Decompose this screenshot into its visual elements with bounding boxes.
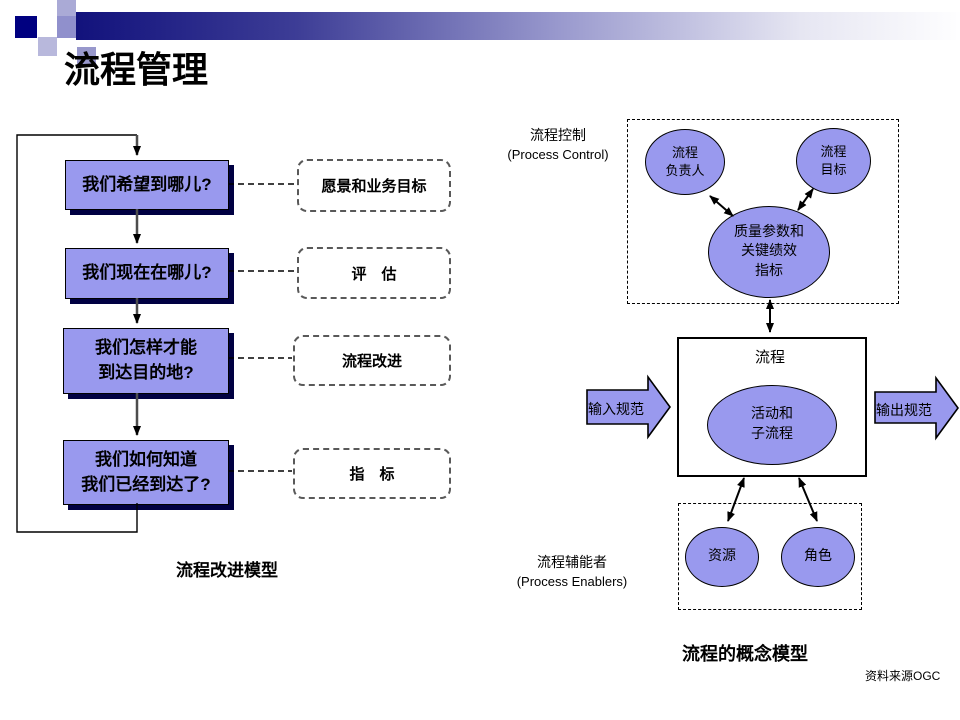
input-spec-label: 输入规范 bbox=[588, 403, 644, 418]
callout-label: 指 标 bbox=[349, 466, 395, 483]
callout-process-improvement: 流程改进 bbox=[293, 335, 451, 386]
improvement-model-caption: 流程改进模型 bbox=[176, 561, 278, 580]
quality-kpi-ellipse: 质量参数和 关键绩效 指标 bbox=[708, 206, 830, 298]
deco-square bbox=[57, 16, 76, 38]
slide-title: 流程管理 bbox=[64, 49, 209, 90]
callout-label: 评 估 bbox=[351, 265, 397, 283]
process-control-label: 流程控制 (Process Control) bbox=[492, 126, 624, 164]
process-owner-label: 流程 负责人 bbox=[665, 144, 705, 178]
deco-square bbox=[77, 47, 96, 66]
callout-label: 愿景和业务目标 bbox=[321, 178, 427, 195]
process-box-label: 流程 bbox=[754, 350, 785, 366]
source-note: 资料来源OGC bbox=[865, 669, 941, 683]
concept-model-caption: 流程的概念模型 bbox=[682, 644, 808, 664]
activities-ellipse: 活动和 子流程 bbox=[707, 385, 837, 465]
deco-square bbox=[38, 37, 57, 56]
activities-label: 活动和 子流程 bbox=[751, 407, 793, 442]
deco-square bbox=[57, 0, 76, 18]
process-enablers-group-box bbox=[678, 503, 862, 610]
process-enablers-label-zh: 流程辅能者 bbox=[537, 554, 607, 570]
flow-box-where-now: 我们现在在哪儿? bbox=[65, 248, 229, 299]
flow-box-how-get-there: 我们怎样才能 到达目的地? bbox=[63, 328, 229, 394]
callout-assessment: 评 估 bbox=[297, 247, 451, 299]
flow-box-label: 我们希望到哪儿? bbox=[82, 174, 212, 194]
resource-label: 资源 bbox=[708, 549, 736, 565]
flow-box-label: 我们现在在哪儿? bbox=[82, 263, 212, 283]
process-goal-label: 流程 目标 bbox=[820, 143, 847, 177]
process-owner-ellipse: 流程 负责人 bbox=[645, 129, 725, 195]
quality-kpi-label: 质量参数和 关键绩效 指标 bbox=[734, 224, 804, 279]
role-label: 角色 bbox=[804, 549, 832, 565]
header-gradient-bar bbox=[76, 12, 960, 40]
process-control-label-en: (Process Control) bbox=[507, 146, 609, 162]
process-enablers-label: 流程辅能者 (Process Enablers) bbox=[496, 553, 648, 591]
flow-box-label: 我们怎样才能 到达目的地? bbox=[95, 338, 197, 382]
flow-box-how-know-arrived: 我们如何知道 我们已经到达了? bbox=[63, 440, 229, 505]
resource-ellipse: 资源 bbox=[685, 527, 759, 587]
callout-vision-goals: 愿景和业务目标 bbox=[297, 159, 451, 212]
output-spec-label: 输出规范 bbox=[876, 404, 932, 419]
deco-square bbox=[15, 16, 37, 38]
process-control-group-box bbox=[627, 119, 899, 304]
flow-box-label: 我们如何知道 我们已经到达了? bbox=[81, 449, 211, 494]
callout-metrics: 指 标 bbox=[293, 448, 451, 499]
process-control-label-zh: 流程控制 bbox=[530, 127, 586, 143]
callout-label: 流程改进 bbox=[341, 353, 402, 370]
process-goal-ellipse: 流程 目标 bbox=[796, 128, 871, 194]
flow-box-where-want: 我们希望到哪儿? bbox=[65, 160, 229, 210]
process-enablers-label-en: (Process Enablers) bbox=[516, 573, 628, 589]
role-ellipse: 角色 bbox=[781, 527, 855, 587]
